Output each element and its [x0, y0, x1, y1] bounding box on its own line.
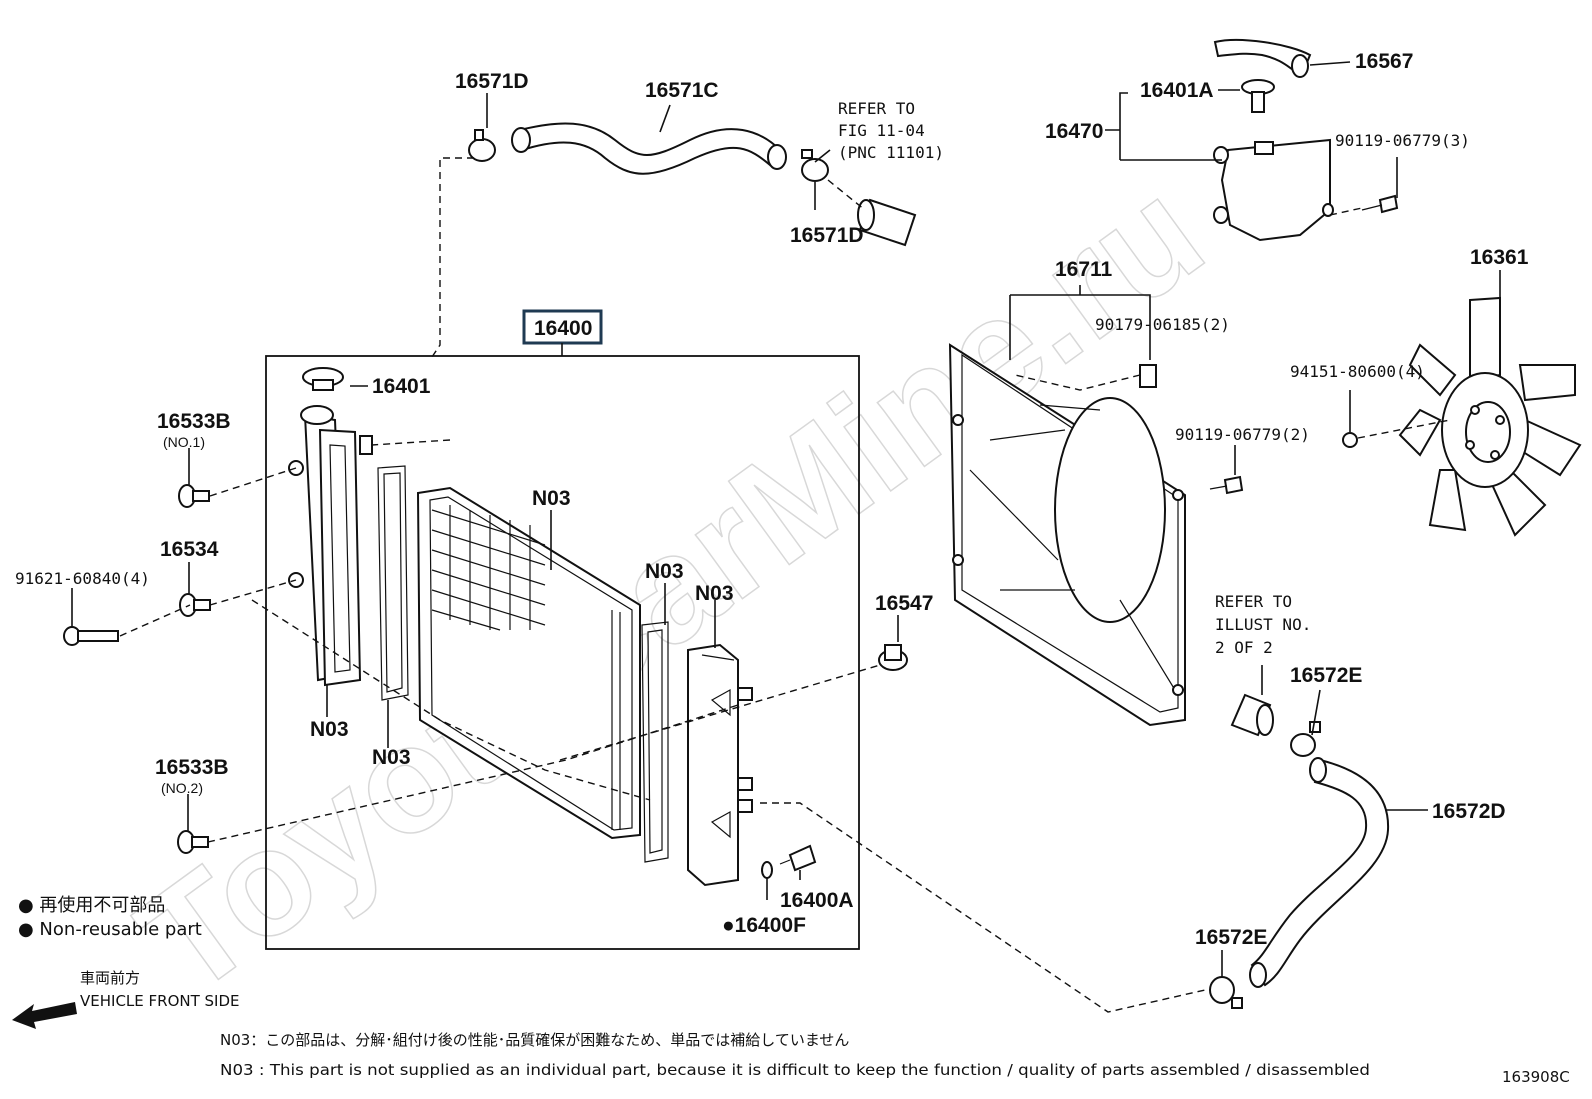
- legend-non-reusable-jp: ● 再使用不可部品: [18, 895, 165, 916]
- cushion-16547[interactable]: [878, 644, 908, 671]
- reservoir-cap[interactable]: [1241, 79, 1275, 113]
- refer-illust-line3: 2 OF 2: [1215, 638, 1273, 657]
- callout-16400a: 16400A: [780, 889, 854, 912]
- figure-code: 163908C: [1502, 1068, 1570, 1086]
- radiator-core[interactable]: [416, 486, 641, 840]
- radiator-right-tank[interactable]: [687, 643, 753, 887]
- callout-n03-core: N03: [532, 487, 571, 510]
- hose-clamp-top-left[interactable]: [468, 129, 496, 162]
- nut-fan[interactable]: [1342, 432, 1358, 448]
- radiator-assembly-label: 16400: [522, 309, 603, 345]
- left-gasket[interactable]: [377, 465, 409, 701]
- fan-shroud[interactable]: [948, 343, 1186, 727]
- legend-non-reusable-en: ● Non-reusable part: [18, 919, 202, 940]
- callout-16571d-top: 16571D: [455, 70, 529, 93]
- hose-clamp-lower-bottom[interactable]: [1209, 976, 1243, 1009]
- vehicle-front-arrow-icon: [12, 1002, 77, 1029]
- refer-fig-line1: REFER TO: [838, 99, 915, 118]
- callout-16534: 16534: [160, 538, 219, 561]
- bolt-reservoir[interactable]: [1361, 194, 1399, 214]
- reservoir-tank[interactable]: [1213, 138, 1334, 242]
- hose-clamp-top-right[interactable]: [801, 149, 829, 182]
- callout-16571c: 16571C: [645, 79, 719, 102]
- bolt-16533b-no1[interactable]: [178, 484, 210, 508]
- callout-90179: 90179-06185(2): [1095, 315, 1230, 334]
- callout-16533b-no1: 16533B: [157, 410, 231, 433]
- upper-radiator-hose[interactable]: [511, 122, 787, 175]
- callout-16401: 16401: [372, 375, 431, 398]
- note-n03-jp: N03：この部品は、分解･組付け後の性能･品質確保が困難なため、単品では補給して…: [220, 1031, 849, 1049]
- callout-n03-right: N03: [695, 582, 734, 605]
- callout-16572d: 16572D: [1432, 800, 1506, 823]
- engine-outlet-pipe: [857, 198, 917, 247]
- callout-90119-2: 90119-06779(2): [1175, 425, 1310, 444]
- radiator-cap[interactable]: [302, 367, 344, 391]
- note-n03-en: N03 : This part is not supplied as an in…: [220, 1061, 1370, 1079]
- callout-16533b-no1-sub: (NO.1): [163, 434, 205, 450]
- drain-cock[interactable]: [779, 844, 817, 872]
- engine-inlet-pipe: [1230, 693, 1274, 737]
- vehicle-front-jp: 車両前方: [80, 969, 140, 987]
- callout-16572e-top: 16572E: [1290, 664, 1362, 687]
- callout-16470: 16470: [1045, 120, 1103, 143]
- callout-16567: 16567: [1355, 50, 1413, 73]
- right-gasket[interactable]: [641, 621, 669, 863]
- callout-n03-mid: N03: [645, 560, 684, 583]
- refer-illust-line2: ILLUST NO.: [1215, 615, 1311, 634]
- callout-91621: 91621-60840(4): [15, 569, 150, 588]
- hose-clamp-lower-top[interactable]: [1290, 721, 1321, 757]
- callout-90119-3: 90119-06779(3): [1335, 131, 1470, 150]
- radiator-assembly-box: [265, 355, 860, 950]
- shroud-clip[interactable]: [1139, 364, 1157, 388]
- bushing-16534[interactable]: [179, 593, 211, 617]
- callout-16533b-no2: 16533B: [155, 756, 229, 779]
- callout-16400f: ●16400F: [722, 914, 806, 937]
- cooling-fan[interactable]: [1398, 296, 1582, 537]
- lower-radiator-hose[interactable]: [1249, 757, 1390, 988]
- callout-16547: 16547: [875, 592, 933, 615]
- callout-16533b-no2-sub: (NO.2): [161, 780, 203, 796]
- callout-16401a: 16401A: [1140, 79, 1214, 102]
- refer-illust-note: REFER TO ILLUST NO. 2 OF 2: [1215, 592, 1311, 657]
- callout-16711: 16711: [1055, 258, 1113, 281]
- filler-neck: [300, 405, 334, 425]
- callout-94151: 94151-80600(4): [1290, 362, 1425, 381]
- bolt-91621[interactable]: [63, 626, 119, 646]
- callout-16361: 16361: [1470, 246, 1529, 269]
- vehicle-front-en: VEHICLE FRONT SIDE: [80, 992, 240, 1010]
- refer-fig-note: REFER TO FIG 11-04 (PNC 11101): [838, 99, 944, 162]
- overflow-hose[interactable]: [1213, 38, 1312, 78]
- refer-fig-line3: (PNC 11101): [838, 143, 944, 162]
- callout-16572e-bottom: 16572E: [1195, 926, 1267, 949]
- bolt-shroud[interactable]: [1209, 475, 1244, 495]
- radiator-left-tank[interactable]: [288, 413, 373, 687]
- callout-n03-gasket: N03: [372, 746, 411, 769]
- refer-fig-line2: FIG 11-04: [838, 121, 925, 140]
- callout-16571d-bottom: 16571D: [790, 224, 864, 247]
- assembly-number: 16400: [534, 317, 592, 340]
- refer-illust-line1: REFER TO: [1215, 592, 1292, 611]
- callout-n03-left: N03: [310, 718, 349, 741]
- drain-cock-gasket[interactable]: [761, 861, 773, 879]
